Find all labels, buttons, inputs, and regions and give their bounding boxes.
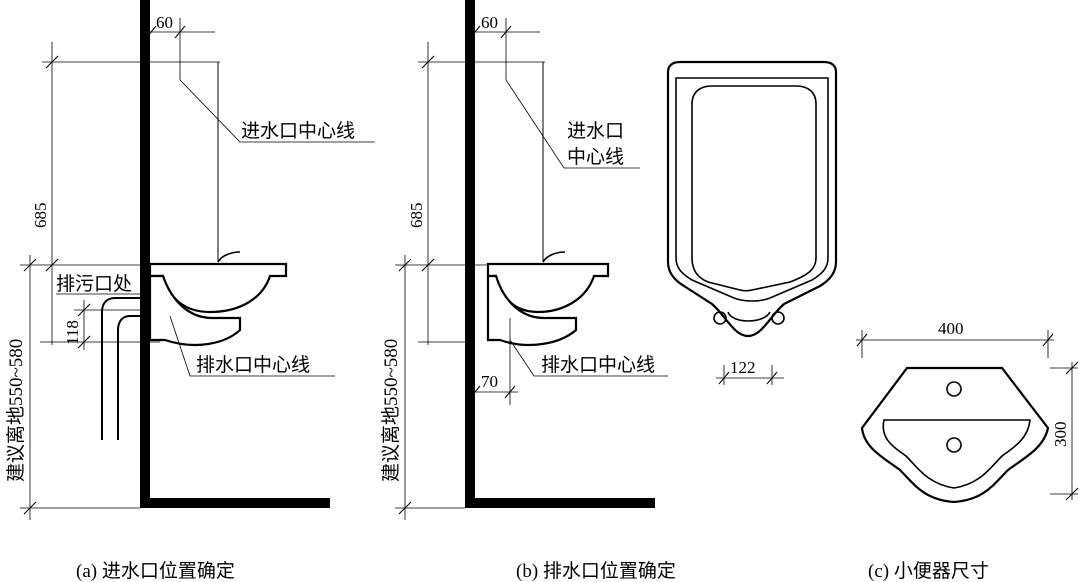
tick xyxy=(1065,361,1079,375)
drain-pipe-inner-a xyxy=(117,315,150,440)
drain-pipe-outer-a xyxy=(101,297,150,440)
tick xyxy=(45,258,59,272)
dim-label-118-a: 118 xyxy=(63,320,82,345)
panel-a: 60 进水口中心线 排污口处 排水口中心线 685 118 建议离地550~58… xyxy=(5,0,375,582)
dim-label-400: 400 xyxy=(938,319,964,338)
tick xyxy=(718,371,730,385)
label-outlet-b: 排水口中心线 xyxy=(541,354,655,376)
leader-inlet-a xyxy=(179,79,375,143)
dim-label-60-b: 60 xyxy=(481,13,498,32)
caption-b: (b) 排水口位置确定 xyxy=(516,560,676,582)
floor-a xyxy=(140,498,330,508)
tick xyxy=(45,55,59,69)
tick xyxy=(398,258,412,272)
wall-a xyxy=(140,0,150,508)
tick xyxy=(23,258,37,272)
tick xyxy=(1042,333,1054,347)
drain-hole-right xyxy=(771,311,785,325)
caption-c: (c) 小便器尺寸 xyxy=(868,560,989,582)
caption-a: (a) 进水口位置确定 xyxy=(76,560,235,582)
dim-label-122: 122 xyxy=(730,358,756,377)
urinal-top-basin xyxy=(882,419,1031,489)
tick xyxy=(1065,487,1079,501)
tick xyxy=(77,335,91,349)
label-floor-height-b: 建议离地550~580 xyxy=(380,339,402,482)
leader-inlet-b xyxy=(505,79,640,169)
label-sewage-a: 排污口处 xyxy=(56,273,132,295)
leader-outlet-a xyxy=(169,315,335,377)
dim-label-70-b: 70 xyxy=(481,372,498,391)
tick xyxy=(421,258,435,272)
inlet-spout-b xyxy=(542,251,566,263)
tick xyxy=(500,25,512,39)
outlet-lip xyxy=(727,311,771,322)
panel-b: 60 进水口 中心线 70 排水口中心线 685 建议离地550~580 (b)… xyxy=(380,0,676,582)
tick xyxy=(469,385,481,399)
tick xyxy=(469,25,481,39)
top-drain-hole xyxy=(946,437,962,453)
dim-label-685-a: 685 xyxy=(31,203,50,229)
tick xyxy=(23,501,37,515)
urinal-front-basin xyxy=(691,85,817,292)
top-inlet-hole xyxy=(946,381,962,397)
inlet-spout-a xyxy=(217,251,241,263)
floor-b xyxy=(465,498,655,508)
label-outlet-a: 排水口中心线 xyxy=(196,354,310,376)
urinal-front-outer xyxy=(666,60,838,338)
dim-label-60-a: 60 xyxy=(156,13,173,32)
wall-b xyxy=(465,0,475,508)
dim-label-300: 300 xyxy=(1051,422,1070,448)
tick xyxy=(421,55,435,69)
label-inlet-b-line2: 中心线 xyxy=(567,146,624,168)
label-inlet-b-line1: 进水口 xyxy=(567,120,624,142)
drain-hole-left xyxy=(713,311,727,325)
urinal-front-rim xyxy=(675,77,829,302)
urinal-trap-a xyxy=(148,274,242,346)
tick xyxy=(174,25,186,39)
tick xyxy=(504,385,516,399)
label-floor-height-a: 建议离地550~580 xyxy=(5,339,27,482)
tick xyxy=(766,371,778,385)
urinal-top-outer xyxy=(860,366,1050,504)
tick xyxy=(145,25,157,39)
tick xyxy=(77,303,91,317)
label-inlet-a: 进水口中心线 xyxy=(241,120,355,142)
tick xyxy=(398,501,412,515)
tick xyxy=(856,333,868,347)
dim-label-685-b: 685 xyxy=(407,203,426,229)
leader-outlet-b xyxy=(509,339,668,377)
panel-c: 122 400 300 (c) 小便器尺寸 xyxy=(666,60,1079,582)
